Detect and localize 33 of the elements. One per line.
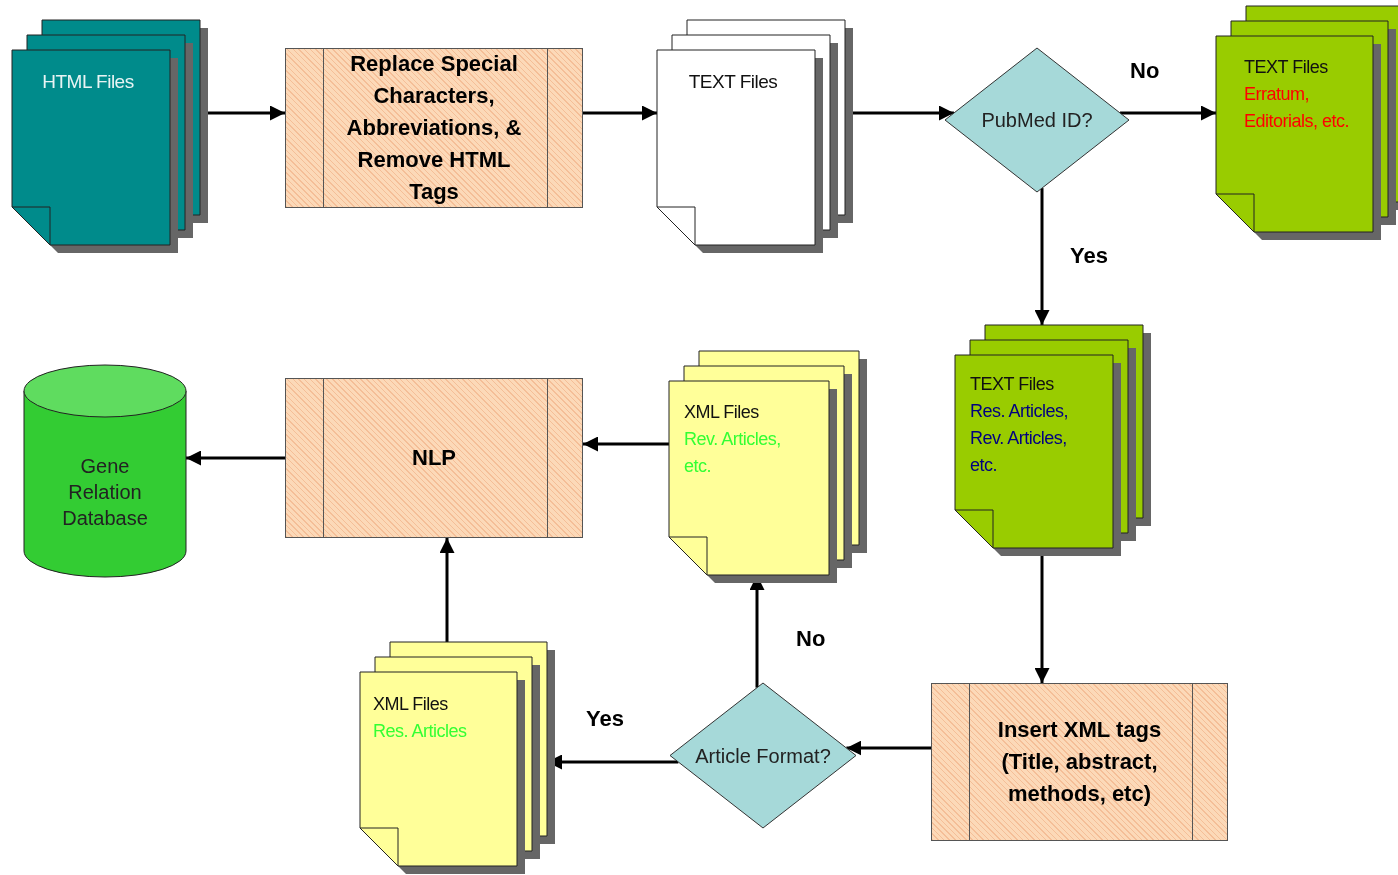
database-cylinder	[24, 365, 186, 577]
edge-label: No	[1130, 58, 1160, 84]
document-note: Res. Articles	[373, 720, 468, 743]
edge-label: No	[796, 626, 826, 652]
document-title: TEXT Files	[1244, 56, 1329, 79]
document-note: Res. Articles, Rev. Articles, etc.	[970, 400, 1070, 477]
process-label: Insert XML tags (Title, abstract, methods, etc)	[996, 716, 1163, 808]
document-title: XML Files	[684, 401, 760, 424]
arrow	[439, 538, 455, 642]
document-note: Erratum, Editorials, etc.	[1244, 83, 1351, 133]
process-label: NLP	[412, 444, 456, 472]
document-title: HTML Files	[41, 70, 135, 94]
decision-diamond	[945, 48, 1129, 192]
arrow	[583, 105, 657, 121]
process-box	[285, 48, 583, 208]
process-label: Replace Special Characters, Abbreviations, & Remove HTML Tags	[345, 50, 523, 206]
arrow	[1120, 105, 1216, 121]
document-title: TEXT Files	[687, 70, 779, 94]
document-title: TEXT Files	[970, 373, 1055, 396]
decision-label: PubMed ID?	[981, 108, 1093, 133]
process-box	[285, 378, 583, 538]
arrow	[1034, 188, 1050, 325]
arrow	[186, 450, 285, 466]
edge-label: Yes	[586, 706, 624, 732]
arrow	[583, 436, 669, 452]
decision-label: Article Format?	[695, 743, 831, 769]
document-note: Rev. Articles, etc.	[684, 428, 782, 478]
arrow	[846, 740, 931, 756]
process-box	[931, 683, 1228, 841]
document-title: XML Files	[373, 693, 449, 716]
database-label: Gene Relation Database	[61, 454, 149, 531]
decision-diamond	[670, 683, 856, 828]
edge-label: Yes	[1070, 243, 1108, 269]
